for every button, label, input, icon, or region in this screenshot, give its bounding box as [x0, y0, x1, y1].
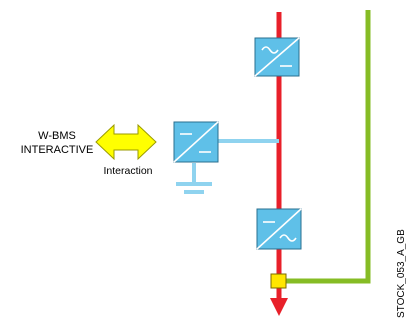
junction-box-icon: [270, 273, 287, 289]
system-label-line1: W-BMS: [38, 130, 76, 142]
ground-icon: [176, 163, 212, 194]
ac-dc-converter-icon: [254, 37, 300, 77]
interaction-label: Interaction: [103, 165, 152, 177]
dc-ac-converter-icon: [256, 208, 302, 250]
bidirectional-arrow-icon: [95, 123, 157, 161]
green-branch-line: [281, 10, 371, 284]
diagram-code-label: STOCK_053_A_GB: [396, 229, 406, 318]
system-label-line2: INTERACTIVE: [21, 144, 94, 156]
main-line-arrowhead: [270, 298, 288, 316]
dc-dc-converter-icon: [173, 121, 219, 163]
